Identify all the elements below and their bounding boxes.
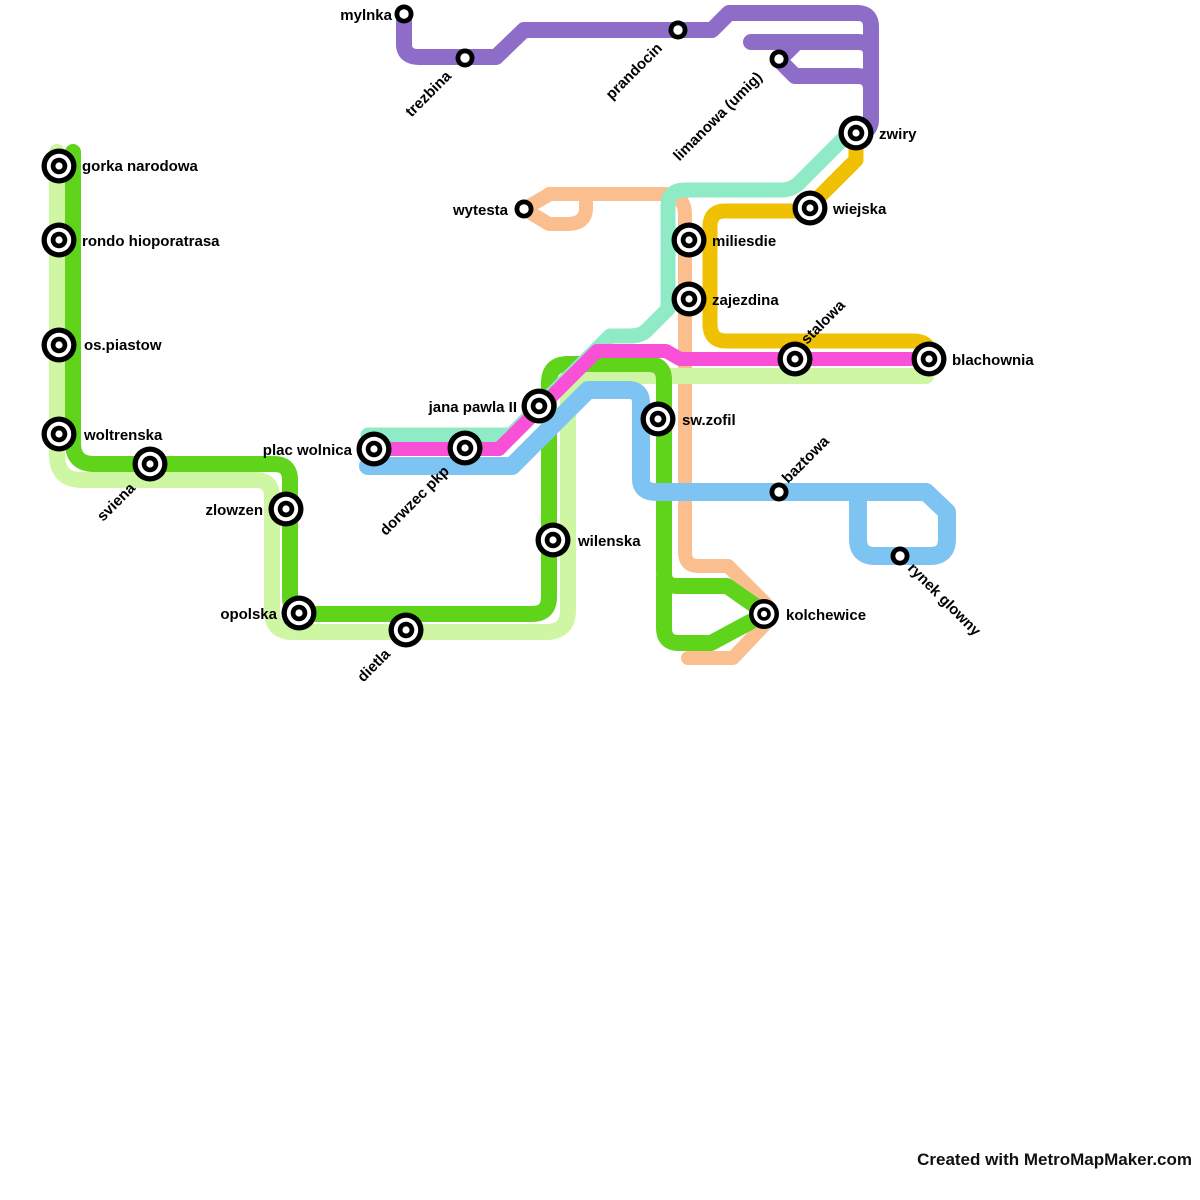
station-zwiry[interactable] — [838, 115, 874, 151]
station-label-zlowzen: zlowzen — [205, 502, 263, 519]
bright-green-line — [65, 144, 765, 622]
station-label-baztowa: baztowa — [779, 433, 833, 487]
station-sw-zofil[interactable] — [640, 401, 676, 437]
station-rynek-glowny[interactable] — [890, 546, 910, 566]
station-mylnka[interactable] — [394, 4, 414, 24]
station-stalowa[interactable] — [777, 341, 813, 377]
station-label-wiejska: wiejska — [832, 201, 887, 218]
station-ring — [535, 402, 543, 410]
station-sviena[interactable] — [132, 446, 168, 482]
station-ring — [519, 204, 529, 214]
station-label-zwiry: zwiry — [879, 126, 917, 143]
station-kolchewice[interactable] — [749, 599, 779, 629]
station-dorwzec-pkp[interactable] — [447, 430, 483, 466]
station-ring — [295, 609, 303, 617]
station-ring — [685, 295, 693, 303]
station-ring — [55, 430, 63, 438]
station-trezbina[interactable] — [455, 48, 475, 68]
station-label-rondo-hioporatrasa: rondo hioporatrasa — [82, 233, 220, 250]
station-ring — [673, 25, 683, 35]
station-label-os-piastow: os.piastow — [84, 337, 162, 354]
station-label-woltrenska: woltrenska — [83, 427, 163, 444]
station-ring — [399, 9, 409, 19]
station-ring — [549, 536, 557, 544]
station-label-limanowa-umig: limanowa (umig) — [670, 69, 766, 165]
station-label-mylnka: mylnka — [340, 7, 392, 24]
station-ring — [460, 53, 470, 63]
station-ring — [461, 444, 469, 452]
mint-line — [360, 128, 854, 443]
station-wiejska[interactable] — [792, 190, 828, 226]
pale-green-line — [49, 144, 934, 640]
station-ring — [282, 505, 290, 513]
station-ring — [685, 236, 693, 244]
station-ring — [55, 236, 63, 244]
station-limanowa-umig[interactable] — [769, 49, 789, 69]
station-ring — [774, 54, 784, 64]
station-wilenska[interactable] — [535, 522, 571, 558]
station-os-piastow[interactable] — [41, 327, 77, 363]
station-ring — [55, 341, 63, 349]
station-opolska[interactable] — [281, 595, 317, 631]
station-ring — [895, 551, 905, 561]
station-jana-pawla-ii[interactable] — [521, 388, 557, 424]
station-label-rynek-glowny: rynek glowny — [904, 560, 984, 640]
station-label-plac-wolnica: plac wolnica — [263, 442, 353, 459]
station-label-wilenska: wilenska — [577, 533, 641, 550]
station-ring — [791, 355, 799, 363]
stations-layer — [41, 4, 947, 648]
station-ring — [925, 355, 933, 363]
station-woltrenska[interactable] — [41, 416, 77, 452]
station-dietla[interactable] — [388, 612, 424, 648]
station-label-wytesta: wytesta — [452, 202, 509, 219]
station-label-jana-pawla-ii: jana pawla II — [428, 399, 517, 416]
station-ring — [402, 626, 410, 634]
station-ring — [774, 487, 784, 497]
station-label-kolchewice: kolchewice — [786, 607, 866, 624]
purple-line — [771, 52, 879, 98]
station-ring — [760, 610, 768, 618]
orange-line — [681, 615, 774, 665]
station-label-zajezdina: zajezdina — [712, 292, 779, 309]
station-label-miliesdie: miliesdie — [712, 233, 776, 250]
lines-layer — [49, 5, 956, 665]
blue-line — [359, 381, 956, 565]
station-gorka-narodowa[interactable] — [41, 148, 77, 184]
station-zlowzen[interactable] — [268, 491, 304, 527]
station-zajezdina[interactable] — [671, 281, 707, 317]
station-miliesdie[interactable] — [671, 222, 707, 258]
station-ring — [55, 162, 63, 170]
station-ring — [806, 204, 814, 212]
station-baztowa[interactable] — [769, 482, 789, 502]
station-label-opolska: opolska — [220, 606, 277, 623]
station-wytesta[interactable] — [514, 199, 534, 219]
station-label-sw-zofil: sw.zofil — [682, 412, 736, 429]
station-ring — [146, 460, 154, 468]
credit-text: Created with MetroMapMaker.com — [917, 1150, 1192, 1169]
station-label-trezbina: trezbina — [402, 67, 455, 120]
station-ring — [654, 415, 662, 423]
station-prandocin[interactable] — [668, 20, 688, 40]
station-blachownia[interactable] — [911, 341, 947, 377]
station-label-gorka-narodowa: gorka narodowa — [82, 158, 199, 175]
station-plac-wolnica[interactable] — [356, 431, 392, 467]
bright-green-line — [656, 570, 758, 651]
station-ring — [852, 129, 860, 137]
orange-line — [517, 196, 593, 231]
station-rondo-hioporatrasa[interactable] — [41, 222, 77, 258]
station-ring — [370, 445, 378, 453]
purple-line — [743, 34, 879, 63]
station-label-dietla: dietla — [354, 645, 394, 685]
station-label-prandocin: prandocin — [603, 40, 666, 103]
station-label-blachownia: blachownia — [952, 352, 1034, 369]
